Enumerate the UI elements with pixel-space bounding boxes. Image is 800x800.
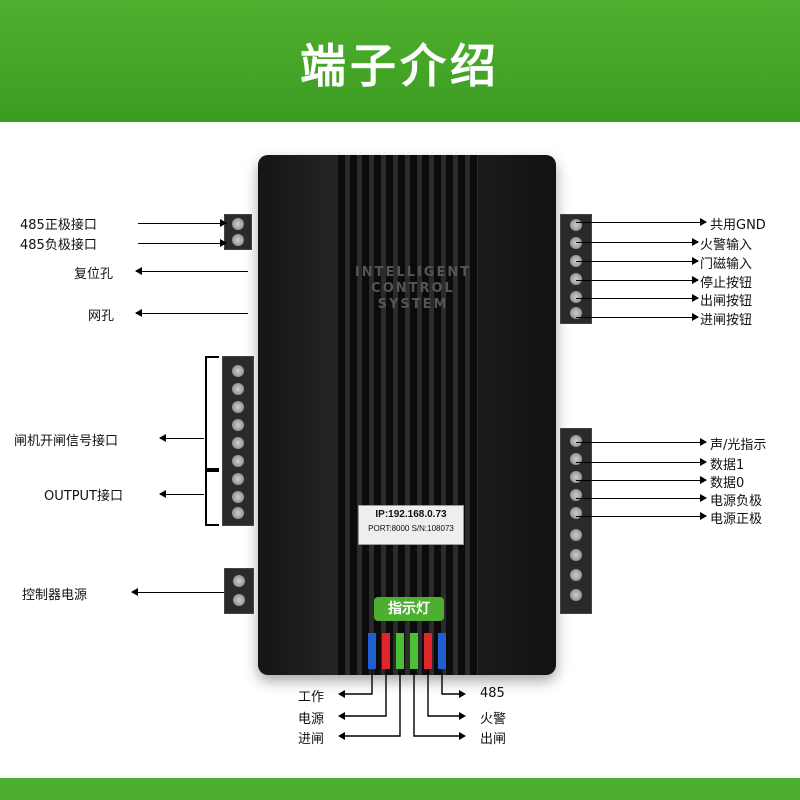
arrow-right-icon bbox=[576, 458, 707, 466]
screw-icon bbox=[232, 491, 244, 503]
arrow-left-icon bbox=[159, 434, 204, 442]
indicator-title: 指示灯 bbox=[374, 597, 444, 621]
screw-icon bbox=[570, 589, 582, 601]
label-led-work: 工作 bbox=[298, 690, 325, 705]
screw-icon bbox=[570, 471, 582, 483]
screw-icon bbox=[232, 455, 244, 467]
led-exit bbox=[410, 633, 418, 669]
label-led-power: 电源 bbox=[298, 712, 325, 727]
screw-icon bbox=[232, 383, 244, 395]
label-network: 网孔 bbox=[88, 309, 115, 324]
arrow-left-icon bbox=[135, 267, 248, 275]
bracket-output bbox=[205, 468, 219, 526]
label-output: OUTPUT接口 bbox=[44, 489, 123, 504]
led-485 bbox=[438, 633, 446, 669]
wiegand-terminal-block bbox=[560, 428, 592, 614]
header-banner: 端子介绍 bbox=[0, 0, 800, 122]
input-terminal-block bbox=[560, 214, 592, 324]
rs485-terminal bbox=[224, 214, 252, 250]
footer-bar bbox=[0, 778, 800, 800]
label-exit-button: 出闸按钮 bbox=[700, 294, 753, 309]
controller-device: INTELLIGENT CONTROL SYSTEM IP:192.168.0.… bbox=[258, 155, 556, 675]
label-led-fire: 火警 bbox=[480, 712, 507, 727]
arrow-right-icon bbox=[576, 218, 707, 226]
page-title: 端子介绍 bbox=[300, 39, 500, 93]
arrow-left-icon bbox=[135, 309, 248, 317]
label-gate-signal: 闸机开闸信号接口 bbox=[14, 434, 119, 449]
label-power-pos: 电源正极 bbox=[710, 512, 763, 527]
screw-icon bbox=[232, 401, 244, 413]
screw-icon bbox=[232, 473, 244, 485]
label-enter-button: 进闸按钮 bbox=[700, 313, 753, 328]
led-power bbox=[382, 633, 390, 669]
screw-icon bbox=[570, 273, 582, 285]
screw-icon bbox=[570, 489, 582, 501]
label-sound-light: 声/光指示 bbox=[710, 438, 767, 453]
label-led-exit: 出闸 bbox=[480, 732, 507, 747]
screw-icon bbox=[232, 437, 244, 449]
screw-icon bbox=[233, 594, 245, 606]
screw-icon bbox=[570, 453, 582, 465]
arrow-left-icon bbox=[159, 490, 204, 498]
arrow-right-icon bbox=[576, 257, 699, 265]
screw-icon bbox=[570, 435, 582, 447]
arrow-right-icon bbox=[576, 494, 707, 502]
label-gnd: 共用GND bbox=[710, 218, 766, 233]
screw-icon bbox=[570, 507, 582, 519]
screw-icon bbox=[232, 218, 244, 230]
label-power-neg: 电源负极 bbox=[710, 494, 763, 509]
screw-icon bbox=[570, 219, 582, 231]
label-rs485-pos: 485正极接口 bbox=[20, 218, 97, 233]
label-controller-power: 控制器电源 bbox=[22, 588, 88, 603]
arrow-right-icon bbox=[576, 476, 707, 484]
arrow-right-icon bbox=[576, 276, 699, 284]
screw-icon bbox=[570, 529, 582, 541]
label-rs485-neg: 485负极接口 bbox=[20, 238, 97, 253]
screw-icon bbox=[570, 237, 582, 249]
arrow-right-icon bbox=[576, 438, 707, 446]
arrow-right-icon bbox=[138, 219, 227, 227]
label-door-input: 门磁输入 bbox=[700, 257, 753, 272]
screw-icon bbox=[570, 569, 582, 581]
label-data1: 数据1 bbox=[710, 458, 745, 473]
output-terminal-block bbox=[222, 356, 254, 526]
screw-icon bbox=[233, 575, 245, 587]
arrow-right-icon bbox=[576, 512, 707, 520]
brand-text: INTELLIGENT CONTROL SYSTEM bbox=[354, 265, 472, 312]
led-leader-lines bbox=[338, 670, 466, 740]
bracket-gate bbox=[205, 356, 219, 472]
arrow-right-icon bbox=[576, 238, 699, 246]
label-led-enter: 进闸 bbox=[298, 732, 325, 747]
screw-icon bbox=[232, 507, 244, 519]
arrow-right-icon bbox=[576, 313, 699, 321]
screw-icon bbox=[232, 365, 244, 377]
screw-icon bbox=[570, 549, 582, 561]
screw-icon bbox=[570, 307, 582, 319]
led-fire bbox=[424, 633, 432, 669]
arrow-left-icon bbox=[131, 588, 224, 596]
arrow-right-icon bbox=[138, 239, 227, 247]
arrow-right-icon bbox=[576, 294, 699, 302]
screw-icon bbox=[570, 291, 582, 303]
label-led-485: 485 bbox=[480, 686, 505, 701]
label-data0: 数据0 bbox=[710, 476, 745, 491]
ip-label: IP:192.168.0.73 bbox=[375, 509, 447, 520]
ip-label-plate: IP:192.168.0.73 PORT:8000 S/N:108073 bbox=[358, 505, 464, 545]
screw-icon bbox=[232, 234, 244, 246]
led-work bbox=[368, 633, 376, 669]
power-terminal bbox=[224, 568, 254, 614]
screw-icon bbox=[232, 419, 244, 431]
port-label: PORT:8000 S/N:108073 bbox=[368, 524, 454, 533]
label-reset: 复位孔 bbox=[74, 267, 114, 282]
label-fire-input: 火警输入 bbox=[700, 238, 753, 253]
led-enter bbox=[396, 633, 404, 669]
label-stop-button: 停止按钮 bbox=[700, 276, 753, 291]
